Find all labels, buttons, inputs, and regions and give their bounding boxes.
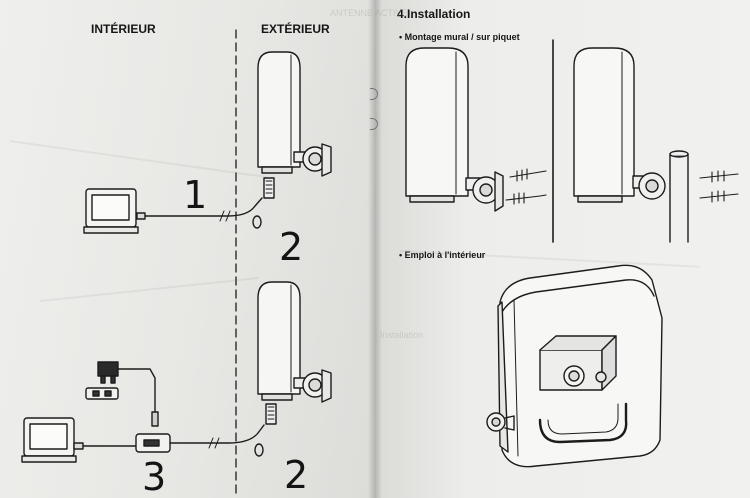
bullet-wall-mount-text: Montage mural / sur piquet xyxy=(404,32,520,42)
pole-mount-antenna xyxy=(573,47,666,203)
tv-set-1 xyxy=(83,188,146,234)
cable-loop-1 xyxy=(252,215,262,229)
cable-loop-2 xyxy=(254,443,264,457)
coax-cable-1 xyxy=(144,197,263,217)
indoor-antenna xyxy=(486,264,663,468)
indoor-label: INTÉRIEUR xyxy=(91,22,156,36)
left-page xyxy=(0,0,375,498)
step-number-2: 2 xyxy=(279,225,304,269)
outdoor-antenna-2 xyxy=(257,281,332,403)
section-title: 4.Installation xyxy=(397,7,471,21)
outdoor-label: EXTÉRIEUR xyxy=(261,22,330,36)
outdoor-antenna-1 xyxy=(257,51,332,177)
mounting-pole xyxy=(669,150,689,243)
bleed-through-text: Installation xyxy=(380,330,424,340)
pole-bolts xyxy=(699,170,739,203)
bullet-indoor-use: • Emploi à l'intérieur xyxy=(399,250,486,260)
binding-hole xyxy=(370,118,378,130)
step-number-2-second: 2 xyxy=(284,453,309,497)
wall-mount-antenna xyxy=(405,47,504,212)
bullet-indoor-use-text: Emploi à l'intérieur xyxy=(404,250,486,260)
step-number-3: 3 xyxy=(142,455,167,498)
bleed-through-text: ANTENNE ACTIVE xyxy=(330,8,408,18)
tv-set-2 xyxy=(21,417,84,463)
wall-screws xyxy=(505,168,547,205)
bullet-wall-mount: • Montage mural / sur piquet xyxy=(399,32,520,42)
binding-hole xyxy=(370,88,378,100)
step-number-1: 1 xyxy=(183,173,208,217)
coax-cable-2b xyxy=(169,424,265,444)
f-connector-1 xyxy=(263,177,275,199)
f-connector-2 xyxy=(265,403,277,425)
power-adapter xyxy=(85,361,159,427)
